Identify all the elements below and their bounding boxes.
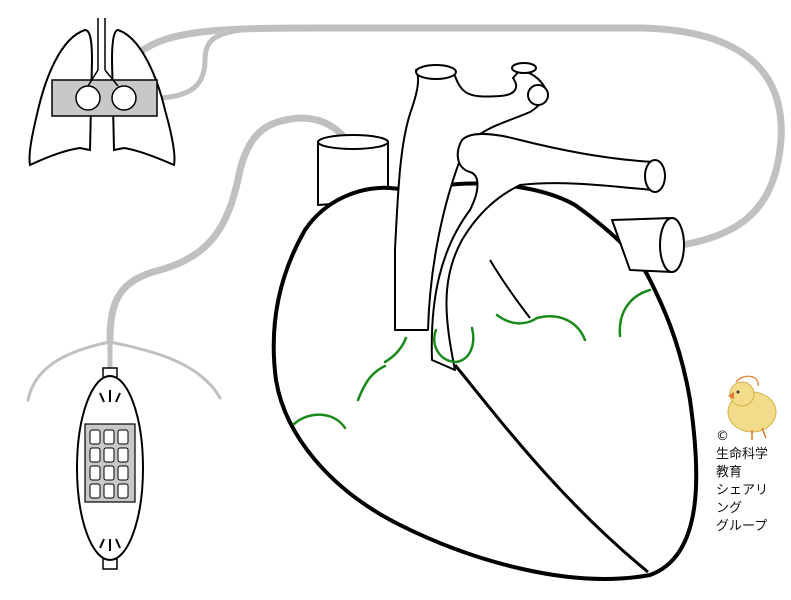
trachea	[97, 18, 106, 70]
credit-line-1: 生命科学	[716, 447, 769, 462]
capsule-valve-marks	[99, 390, 121, 551]
lungs-icon	[28, 18, 176, 167]
interventricular-septum	[453, 364, 649, 574]
coronary-vessels	[292, 288, 652, 430]
pulmonary-artery-opening	[644, 159, 666, 193]
lung-connector-line	[157, 27, 243, 101]
coronary-arc-5	[495, 313, 539, 325]
blood-flow-arrows	[26, 24, 785, 402]
chick-sketch-icon	[727, 375, 777, 440]
copyright-symbol: ©	[716, 429, 729, 444]
aorta-branch-3	[527, 84, 549, 106]
right-alveolus	[111, 85, 137, 111]
superior-vena-cava-opening	[317, 134, 389, 150]
body-branch-left	[26, 340, 112, 402]
credit-text-block: © 生命科学 教育 シェアリ ング グループ	[716, 428, 791, 536]
aorta-branch-2	[511, 62, 537, 74]
coronary-arc-3	[383, 336, 408, 364]
heart-outline	[271, 181, 699, 581]
credit-line-5: グループ	[716, 519, 768, 534]
pulmonary-artery	[430, 133, 657, 371]
capsule-cells	[89, 429, 129, 499]
conus-line	[489, 259, 531, 319]
heart-icon	[271, 62, 699, 581]
coronary-arc-7	[618, 288, 652, 338]
coronary-arc-6	[535, 315, 587, 342]
body-branch-right	[108, 340, 222, 400]
tissue-capsule-icon	[76, 367, 144, 570]
systemic-return-arrow-path	[106, 114, 369, 344]
pulmonary-vein-opening	[659, 217, 685, 273]
credit-line-2: 教育	[716, 465, 743, 480]
left-alveolus	[75, 85, 101, 111]
coronary-arc-2	[356, 364, 387, 402]
bronchi-branches	[87, 69, 119, 87]
lung-heat-block	[51, 79, 158, 117]
credit-line-4: ング	[716, 501, 743, 516]
aorta-branch-1	[415, 64, 457, 80]
pulmonary-return-arrow-path	[136, 24, 785, 252]
coronary-arc-4	[433, 326, 475, 364]
credit-line-3: シェアリ	[716, 483, 769, 498]
coronary-arc-1	[292, 413, 347, 430]
